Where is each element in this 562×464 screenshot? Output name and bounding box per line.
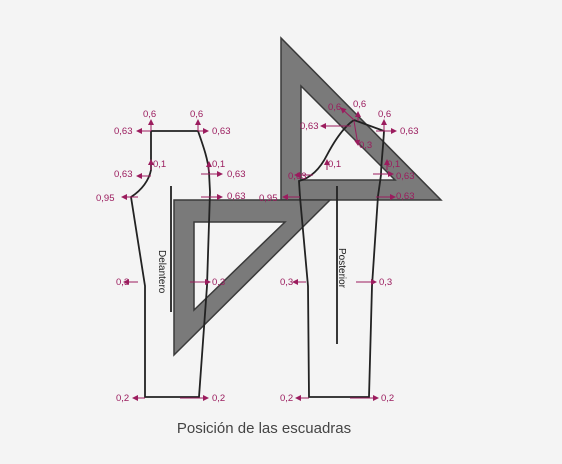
measurement-labels: 0,6 0,6 0,63 0,63 0,1 0,1 0,63 0,63 0,95…	[96, 99, 419, 404]
label-back-hip-right: 0,63	[396, 191, 415, 202]
label-back-mid-right: 0,63	[396, 171, 415, 182]
label-back-knee-left: 0,3	[280, 277, 293, 288]
label-front-mid-left: 0,63	[114, 169, 133, 180]
label-back-crotch-up-right: 0,1	[387, 159, 400, 170]
label-back-top-mid-up: 0,6	[353, 99, 366, 110]
front-piece-label: Delantero	[156, 250, 167, 294]
label-back-top-right: 0,63	[400, 126, 419, 137]
back-pattern-outline	[298, 119, 385, 398]
label-front-mid-right: 0,63	[227, 169, 246, 180]
label-front-top-left-up: 0,6	[143, 109, 156, 120]
label-back-hem-left: 0,2	[280, 393, 293, 404]
front-pattern-outline	[130, 130, 211, 398]
label-front-hem-left: 0,2	[116, 393, 129, 404]
arrow-icon	[353, 120, 361, 146]
back-piece-label: Posterior	[336, 248, 347, 289]
label-back-top-left-up: 0,6	[328, 102, 341, 113]
label-front-top-right: 0,63	[212, 126, 231, 137]
label-front-crotch-up-right: 0,1	[212, 159, 225, 170]
label-back-knee-right: 0,3	[379, 277, 392, 288]
set-square-icon	[280, 36, 443, 201]
set-square-icon	[173, 199, 332, 357]
arrow-icon	[340, 107, 355, 121]
label-front-crotch-left: 0,95	[96, 193, 115, 204]
label-front-hip-right: 0,63	[227, 191, 246, 202]
label-back-top-left: 0,63	[300, 121, 319, 132]
label-back-hem-right: 0,2	[381, 393, 394, 404]
label-back-top-right-up: 0,6	[378, 109, 391, 120]
label-front-knee-right: 0,3	[212, 277, 225, 288]
label-back-crotch-left: 0,95	[259, 193, 278, 204]
label-back-center-down: 0,3	[359, 140, 372, 151]
label-front-top-left: 0,63	[114, 126, 133, 137]
label-front-top-right-up: 0,6	[190, 109, 203, 120]
figure-caption: Posición de las escuadras	[176, 420, 352, 437]
label-front-knee-left: 0,3	[116, 277, 129, 288]
label-back-crotch-up-left: 0,1	[328, 159, 341, 170]
label-back-mid-left: 0,63	[288, 171, 307, 182]
label-front-crotch-up-left: 0,1	[153, 159, 166, 170]
measurement-arrows	[121, 107, 397, 401]
label-front-hem-right: 0,2	[212, 393, 225, 404]
